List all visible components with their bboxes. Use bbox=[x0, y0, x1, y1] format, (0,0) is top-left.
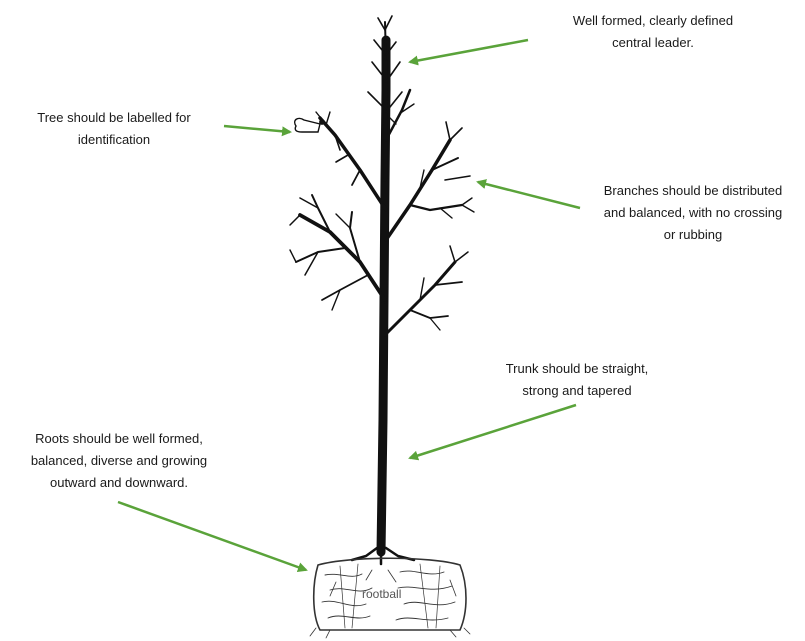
arrow-leader bbox=[408, 38, 529, 66]
annotation-line: outward and downward. bbox=[49, 475, 189, 490]
tree-illustration bbox=[289, 15, 475, 566]
annotation-line: or rubbing bbox=[663, 227, 723, 242]
branch-upper-left bbox=[315, 111, 388, 212]
annotation-tree-label: Tree should be labelled for identificati… bbox=[14, 107, 214, 151]
arrow-roots bbox=[117, 500, 308, 572]
arrow-branches bbox=[476, 179, 581, 210]
annotation-line: strong and tapered bbox=[522, 383, 632, 398]
branch-lower-right bbox=[383, 245, 469, 337]
identification-tag bbox=[294, 117, 325, 133]
branch-upper-right bbox=[384, 88, 415, 142]
annotation-line: Tree should be labelled for bbox=[37, 110, 191, 125]
annotation-trunk: Trunk should be straight, strong and tap… bbox=[482, 358, 672, 402]
annotation-arrows bbox=[117, 38, 581, 572]
annotation-roots: Roots should be well formed, balanced, d… bbox=[4, 428, 234, 494]
branch-right bbox=[384, 121, 475, 242]
annotation-central-leader: Well formed, clearly defined central lea… bbox=[548, 10, 758, 54]
rootball: rootball bbox=[309, 557, 471, 639]
arrow-tag bbox=[223, 124, 292, 137]
rootball-label: rootball bbox=[362, 587, 401, 601]
annotation-line: identification bbox=[77, 132, 151, 147]
annotation-line: Well formed, clearly defined bbox=[572, 13, 734, 28]
annotation-branches: Branches should be distributed and balan… bbox=[582, 180, 804, 246]
central-leader bbox=[367, 15, 403, 113]
annotation-line: and balanced, with no crossing bbox=[603, 205, 783, 220]
arrow-trunk bbox=[408, 403, 577, 461]
annotation-line: Roots should be well formed, bbox=[35, 431, 203, 446]
annotation-line: balanced, diverse and growing bbox=[30, 453, 208, 468]
annotation-line: central leader. bbox=[612, 35, 694, 50]
annotation-line: Trunk should be straight, bbox=[505, 361, 649, 376]
annotation-line: Branches should be distributed bbox=[603, 183, 783, 198]
branch-left bbox=[289, 194, 387, 311]
